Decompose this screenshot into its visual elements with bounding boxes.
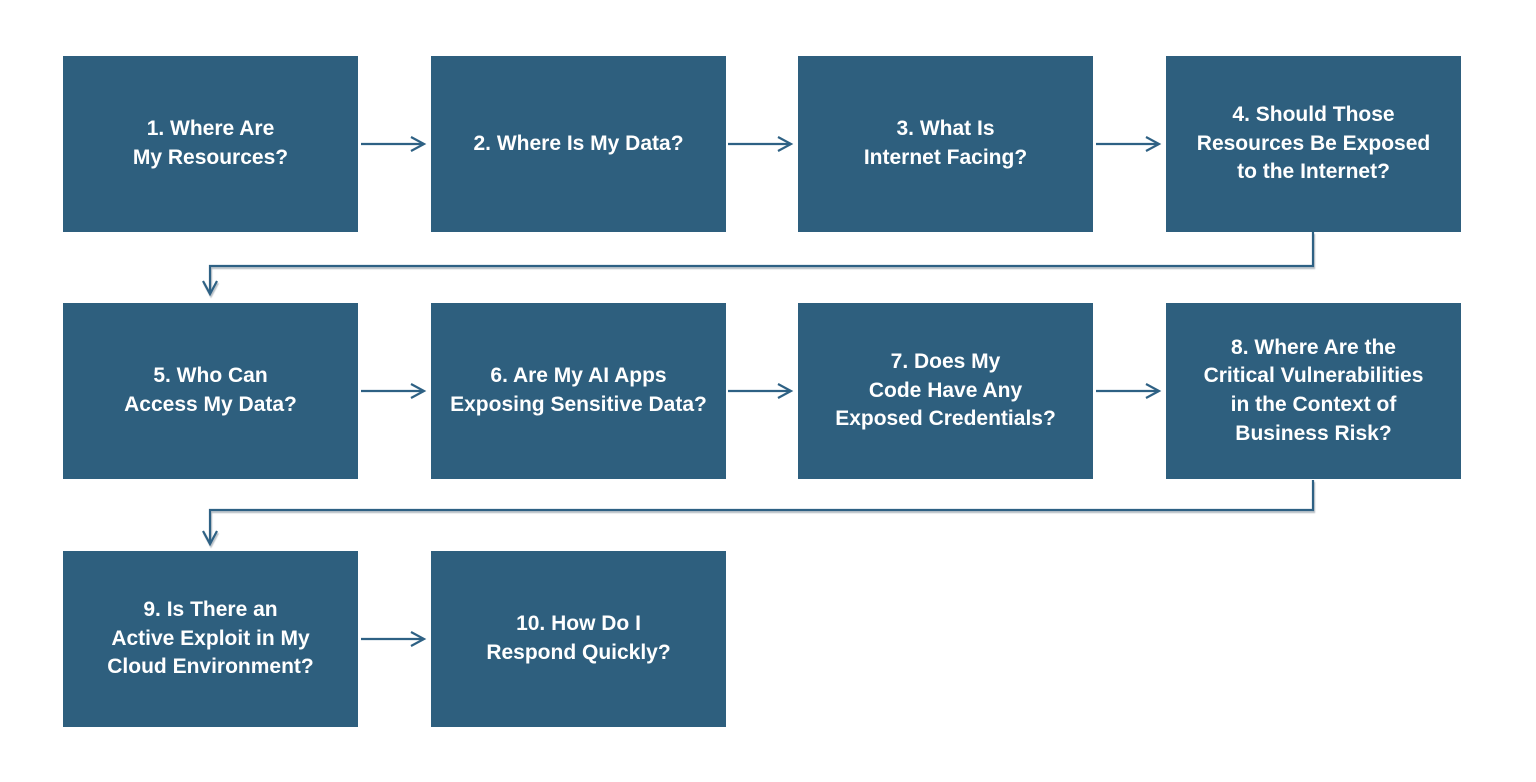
flow-step-5-label: 5. Who Can Access My Data? [124, 364, 297, 416]
flow-step-10-label: 10. How Do I Respond Quickly? [486, 612, 671, 664]
flow-step-6: 6. Are My AI Apps Exposing Sensitive Dat… [431, 303, 726, 479]
flow-step-8: 8. Where Are the Critical Vulnerabilitie… [1166, 303, 1461, 479]
flow-step-2: 2. Where Is My Data? [431, 56, 726, 232]
flow-step-1: 1. Where Are My Resources? [63, 56, 358, 232]
flow-step-9: 9. Is There an Active Exploit in My Clou… [63, 551, 358, 727]
flow-step-3: 3. What Is Internet Facing? [798, 56, 1093, 232]
flow-step-8-label: 8. Where Are the Critical Vulnerabilitie… [1203, 335, 1424, 445]
flow-step-5: 5. Who Can Access My Data? [63, 303, 358, 479]
flow-step-2-label: 2. Where Is My Data? [473, 131, 684, 155]
connector-8-9 [202, 480, 1315, 547]
flow-step-1-label: 1. Where Are My Resources? [132, 117, 289, 169]
connector-4-5 [202, 232, 1315, 297]
flow-step-3-label: 3. What Is Internet Facing? [863, 117, 1028, 169]
flow-step-7-label: 7. Does My Code Have Any Exposed Credent… [835, 350, 1056, 431]
flow-step-9-label: 9. Is There an Active Exploit in My Clou… [107, 598, 314, 679]
flow-step-6-label: 6. Are My AI Apps Exposing Sensitive Dat… [450, 364, 707, 416]
flow-step-7: 7. Does My Code Have Any Exposed Credent… [798, 303, 1093, 479]
flow-step-10: 10. How Do I Respond Quickly? [431, 551, 726, 727]
flow-step-4: 4. Should Those Resources Be Exposed to … [1166, 56, 1461, 232]
flow-step-4-label: 4. Should Those Resources Be Exposed to … [1196, 103, 1431, 184]
